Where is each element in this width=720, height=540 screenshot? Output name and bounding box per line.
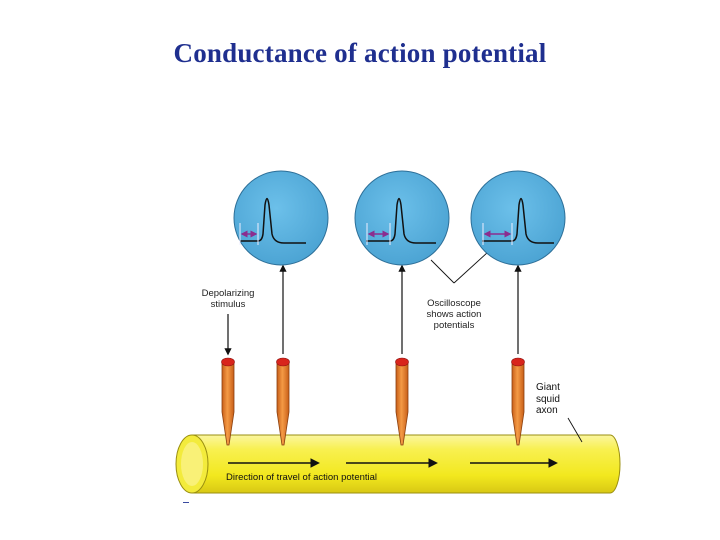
stimulus-label-line1: Depolarizing bbox=[201, 288, 255, 299]
oscilloscope-label-line1: Oscilloscope bbox=[427, 298, 481, 309]
oscilloscope-1 bbox=[233, 170, 329, 266]
oscilloscope-pointer-lines bbox=[430, 251, 489, 284]
axon-label-line3: axon bbox=[536, 405, 558, 416]
electrode-recording-1 bbox=[276, 357, 290, 446]
oscilloscope-2 bbox=[354, 170, 450, 266]
axon-pointer-line bbox=[567, 417, 583, 443]
oscilloscope-label-line2: shows action bbox=[426, 309, 482, 320]
oscilloscope-label: Oscilloscope shows action potentials bbox=[408, 298, 500, 331]
stimulus-label-line2: stimulus bbox=[210, 299, 246, 310]
electrode-recording-3 bbox=[511, 357, 525, 446]
axon-label-line1: Giant bbox=[536, 382, 560, 393]
electrode-recording-2 bbox=[395, 357, 409, 446]
oscilloscope-3 bbox=[470, 170, 566, 266]
slide-title: Conductance of action potential bbox=[173, 38, 547, 68]
giant-squid-axon bbox=[175, 434, 621, 494]
direction-caption: Direction of travel of action potential bbox=[226, 472, 378, 483]
axon-label: Giant squid axon bbox=[536, 382, 586, 417]
axon-label-line2: squid bbox=[536, 393, 560, 405]
oscilloscope-label-line3: potentials bbox=[433, 320, 475, 331]
stimulus-label: Depolarizing stimulus bbox=[188, 288, 268, 310]
footer-mark bbox=[183, 502, 189, 503]
electrode-stimulus bbox=[221, 357, 235, 446]
